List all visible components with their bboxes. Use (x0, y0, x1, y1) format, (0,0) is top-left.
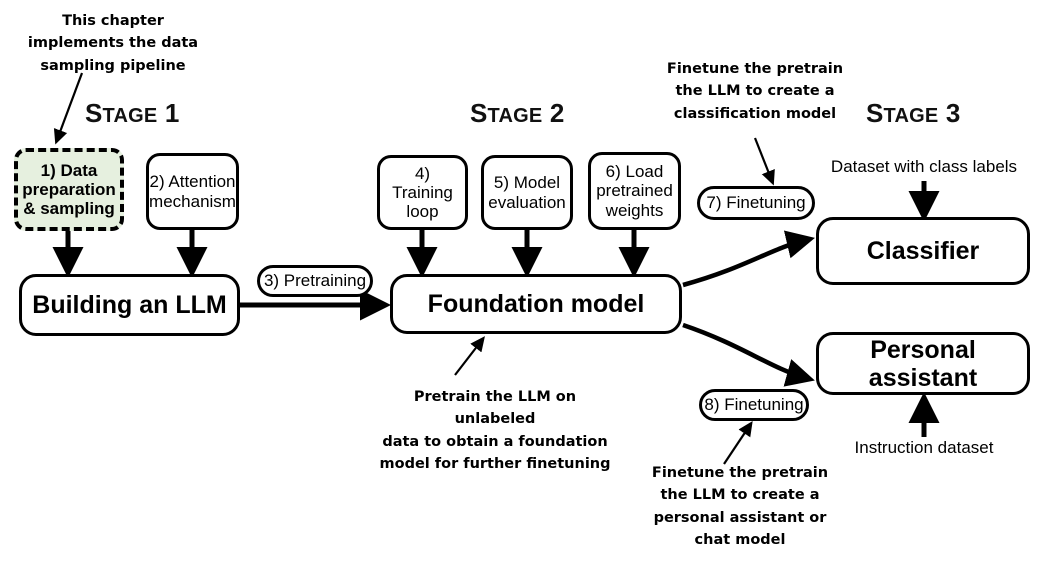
node-finetuning-8-label[interactable]: 8) Finetuning (699, 389, 809, 421)
stage-3-num: 3 (938, 98, 961, 128)
arrow-chapter-note (53, 72, 84, 145)
arrow-foundation-to-classifier (682, 230, 815, 288)
arrow-finetune-classifier-note (753, 137, 775, 186)
node-classifier[interactable]: Classifier (816, 217, 1030, 285)
stage-2-cap: S (470, 98, 488, 128)
arrow-pretrain-note (454, 336, 485, 376)
caption-instruction-dataset: Instruction dataset (854, 438, 994, 457)
node-pretraining-label[interactable]: 3) Pretraining (257, 265, 373, 297)
node-personal-assistant[interactable]: Personal assistant (816, 332, 1030, 395)
stage-3-heading: STAGE 3 (866, 98, 961, 129)
arrow-foundation-to-assistant (682, 322, 815, 387)
stage-2-num: 2 (542, 98, 565, 128)
arrow-finetune-assistant-note (723, 420, 753, 465)
node-finetuning-7-label[interactable]: 7) Finetuning (697, 186, 815, 220)
caption-class-labels: Dataset with class labels (830, 157, 1018, 176)
stage-1-rest: TAGE (102, 105, 158, 127)
stage-1-num: 1 (157, 98, 180, 128)
stage-2-rest: TAGE (487, 105, 543, 127)
stage-3-rest: TAGE (883, 105, 939, 127)
stage-1-cap: S (85, 98, 103, 128)
stage-2-heading: STAGE 2 (470, 98, 565, 129)
node-foundation-model[interactable]: Foundation model (390, 274, 682, 334)
stage-3-cap: S (866, 98, 884, 128)
stage-1-heading: STAGE 1 (85, 98, 180, 129)
node-building-an-llm[interactable]: Building an LLM (19, 274, 240, 336)
